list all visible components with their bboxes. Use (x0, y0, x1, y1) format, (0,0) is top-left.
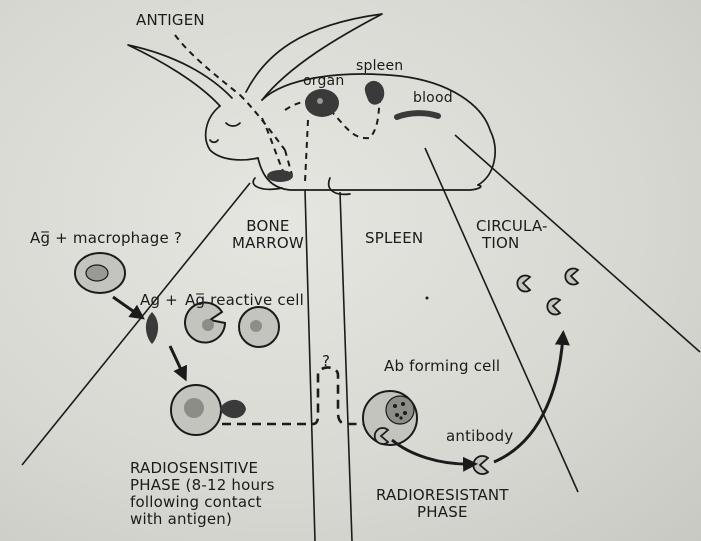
macrophage (75, 253, 125, 293)
label-spleen-region: SPLEEN (365, 230, 423, 247)
rabbit-eye (226, 123, 240, 126)
arrow-down (170, 346, 184, 376)
cell-with-antigen (171, 385, 246, 435)
line-bone-marrow-right (305, 190, 315, 541)
label-radiosensitive-phase: RADIOSENSITIVE PHASE (8-12 hours followi… (130, 460, 275, 528)
reactive-cell-2 (239, 307, 279, 347)
label-antibody: antibody (446, 428, 513, 445)
spleen-shape (365, 81, 384, 105)
dot (426, 297, 429, 300)
antigen-drop (146, 312, 158, 344)
arrow-macrophage (113, 297, 140, 316)
label-radioresistant-phase: RADIORESISTANT PHASE (376, 487, 509, 521)
ab-forming-cell (363, 391, 417, 445)
label-antigen: ANTIGEN (136, 12, 205, 29)
rabbit-nose (210, 140, 218, 142)
label-bone-marrow: BONE MARROW (232, 218, 304, 252)
rabbit-head (206, 106, 258, 160)
label-ag-macrophage: Ag̅ + macrophage ? (30, 230, 182, 247)
blood-vessel (397, 113, 438, 117)
rabbit-pathways (175, 35, 380, 182)
label-ag-plus: Ag + (140, 292, 178, 309)
label-organ: organ (303, 73, 344, 90)
label-blood: blood (413, 90, 453, 107)
label-question: ? (322, 353, 330, 370)
label-spleen: spleen (356, 58, 403, 75)
line-spleen-left (340, 192, 352, 541)
bone-marrow-shape (267, 170, 293, 182)
label-ag-reactive-cell: Ag̅ reactive cell (185, 292, 304, 309)
label-circulation: CIRCULA- TION (476, 218, 548, 252)
perspective-lines (22, 135, 700, 541)
rabbit-hind-leg (329, 178, 350, 194)
label-ab-forming-cell: Ab forming cell (384, 358, 500, 375)
